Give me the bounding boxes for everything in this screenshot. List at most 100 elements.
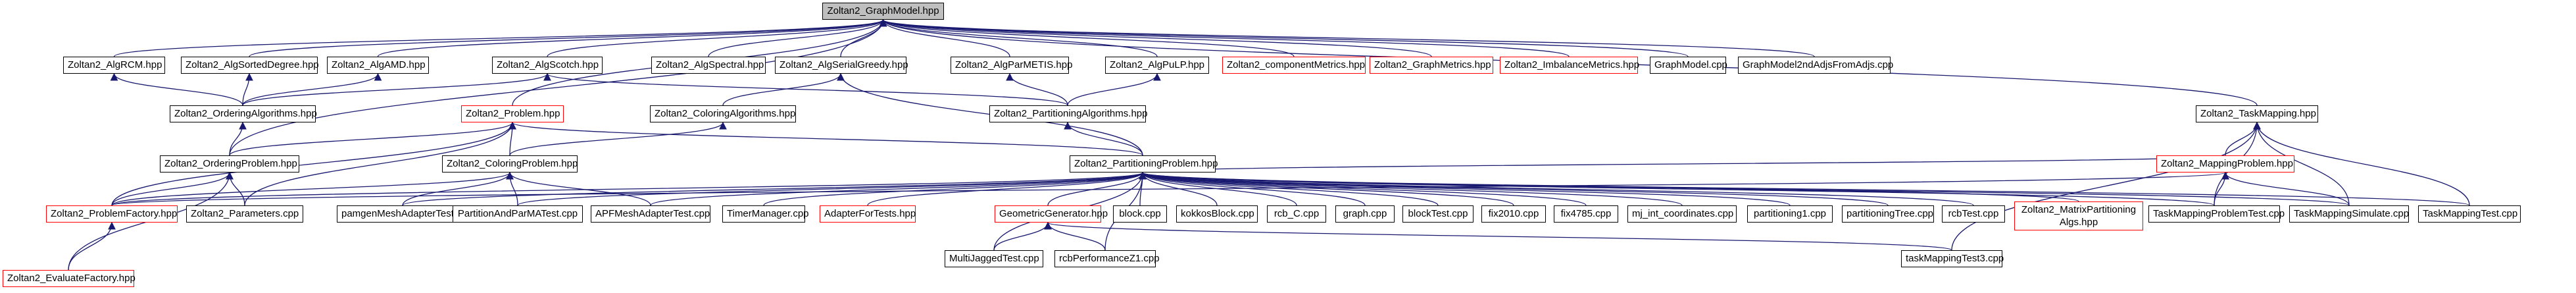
node-zoltan2-imbalancemetrics-hpp[interactable]: Zoltan2_ImbalanceMetrics.hpp — [1500, 57, 1639, 74]
edge-parameters-to-ordering-problem — [226, 171, 245, 206]
node-zoltan2-orderingalgorithms-hpp[interactable]: Zoltan2_OrderingAlgorithms.hpp — [170, 105, 317, 122]
edge-alg-pulp-to-root — [879, 18, 1158, 57]
edge-mapping-problem-to-partitioning-problem — [1139, 155, 2226, 174]
node-rcbtest-cpp[interactable]: rcbTest.cpp — [1942, 205, 2005, 223]
edge-ordering-algorithms-to-alg-rcm — [110, 72, 243, 106]
node-zoltan2-algpulp-hpp[interactable]: Zoltan2_AlgPuLP.hpp — [1105, 57, 1209, 74]
edge-coloring-problem-to-coloring-algorithms — [509, 121, 727, 156]
node-partitioning1-cpp[interactable]: partitioning1.cpp — [1747, 205, 1833, 223]
node-zoltan2-parameters-cpp[interactable]: Zoltan2_Parameters.cpp — [186, 205, 303, 223]
node-zoltan2-coloringalgorithms-hpp[interactable]: Zoltan2_ColoringAlgorithms.hpp — [650, 105, 796, 122]
node-zoltan2-algserialgreedy-hpp[interactable]: Zoltan2_AlgSerialGreedy.hpp — [775, 57, 908, 74]
edge-task-mapping-problem-test-to-partitioning-problem — [1139, 171, 2215, 206]
edge-fix2010-to-partitioning-problem — [1139, 171, 1514, 206]
node-zoltan2-problem-hpp[interactable]: Zoltan2_Problem.hpp — [461, 105, 564, 122]
edge-task-mapping-simulate-to-task-mapping — [2253, 121, 2350, 206]
node-zoltan2-algamd-hpp[interactable]: Zoltan2_AlgAMD.hpp — [327, 57, 429, 74]
node-zoltan2-graphmetrics-hpp[interactable]: Zoltan2_GraphMetrics.hpp — [1370, 57, 1493, 74]
edge-ordering-algorithms-to-alg-amd — [242, 72, 382, 106]
edge-mapping-problem-to-task-mapping — [2225, 121, 2261, 156]
node-taskmappingtest-cpp[interactable]: TaskMappingTest.cpp — [2418, 205, 2521, 223]
node-graphmodel-cpp[interactable]: GraphModel.cpp — [1650, 57, 1727, 74]
node-rcbperformancez1-cpp[interactable]: rcbPerformanceZ1.cpp — [1054, 250, 1160, 267]
node-zoltan2-partitioningalgorithms-hpp[interactable]: Zoltan2_PartitioningAlgorithms.hpp — [989, 105, 1147, 122]
node-partitioningtree-cpp[interactable]: partitioningTree.cpp — [1842, 205, 1934, 223]
node-block-cpp[interactable]: block.cpp — [1113, 205, 1167, 223]
node-zoltan2-graphmodel-hpp[interactable]: Zoltan2_GraphModel.hpp — [822, 3, 944, 20]
edge-graph-metrics-to-root — [879, 18, 1432, 57]
edge-alg-amd-to-root — [377, 18, 887, 57]
edge-problem-factory-to-ordering-problem — [111, 171, 234, 206]
edge-pamgen-to-coloring-problem — [402, 171, 514, 206]
node-taskmappingproblemtest-cpp[interactable]: TaskMappingProblemTest.cpp — [2148, 205, 2285, 223]
edge-task-mapping-test-to-task-mapping — [2253, 121, 2470, 206]
edge-graph-cpp-to-partitioning-problem — [1139, 171, 1366, 206]
node-zoltan2-algsorteddegree-hpp[interactable]: Zoltan2_AlgSortedDegree.hpp — [181, 57, 319, 74]
node-zoltan2-problemfactory-hpp[interactable]: Zoltan2_ProblemFactory.hpp — [46, 205, 178, 223]
node-geometricgenerator-hpp[interactable]: GeometricGenerator.hpp — [995, 205, 1108, 223]
edge-apf-mesh-to-coloring-problem — [506, 171, 651, 206]
edge-geometric-generator-to-partitioning-problem — [1047, 171, 1147, 206]
edge-evaluate-factory-to-problem-factory — [68, 221, 116, 271]
edge-alg-rcm-to-root — [113, 18, 887, 57]
edge-problem-factory-to-partitioning-problem — [111, 171, 1147, 206]
edge-partitioning-problem-to-partitioning-algorithms — [1064, 121, 1143, 156]
edge-ordering-problem-to-ordering-algorithms — [229, 121, 247, 156]
edge-alg-par-metis-to-root — [879, 18, 1010, 57]
edge-pamgen-to-partitioning-problem — [402, 171, 1147, 206]
node-taskmappingtest3-cpp[interactable]: taskMappingTest3.cpp — [1901, 250, 2004, 267]
node-zoltan2-coloringproblem-hpp[interactable]: Zoltan2_ColoringProblem.hpp — [442, 155, 578, 173]
node-timermanager-cpp[interactable]: TimerManager.cpp — [722, 205, 809, 223]
edge-graph-model-cpp-to-root — [879, 18, 1689, 57]
node-zoltan2-algscotch-hpp[interactable]: Zoltan2_AlgScotch.hpp — [492, 57, 603, 74]
edge-partition-and-parma-to-coloring-problem — [506, 171, 518, 206]
edge-ordering-problem-to-problem — [229, 121, 516, 156]
edge-ordering-problem-to-root — [229, 18, 887, 156]
edge-ordering-algorithms-to-alg-sorted-degree — [242, 72, 253, 106]
node-zoltan2-componentmetrics-hpp[interactable]: Zoltan2_componentMetrics.hpp — [1222, 57, 1366, 74]
node-taskmappingsimulate-cpp[interactable]: TaskMappingSimulate.cpp — [2289, 205, 2409, 223]
edge-adapter-for-tests-to-partitioning-problem — [867, 171, 1147, 206]
edge-partitioning1-to-partitioning-problem — [1139, 171, 1791, 206]
edge-component-metrics-to-root — [879, 18, 1295, 57]
node-mj-int-coordinates-cpp[interactable]: mj_int_coordinates.cpp — [1627, 205, 1737, 223]
node-zoltan2-taskmapping-hpp[interactable]: Zoltan2_TaskMapping.hpp — [2196, 105, 2318, 122]
node-zoltan2-matrixpartitioningalgs-hpp[interactable]: Zoltan2_MatrixPartitioning Algs.hpp — [2014, 201, 2143, 230]
node-partitionandparmatest-cpp[interactable]: PartitionAndParMATest.cpp — [453, 205, 583, 223]
node-fix4785-cpp[interactable]: fix4785.cpp — [1554, 205, 1618, 223]
edge-ordering-algorithms-to-alg-scotch — [242, 72, 551, 106]
node-zoltan2-algrcm-hpp[interactable]: Zoltan2_AlgRCM.hpp — [63, 57, 165, 74]
edge-alg-spectral-to-root — [708, 18, 887, 57]
node-zoltan2-partitioningproblem-hpp[interactable]: Zoltan2_PartitioningProblem.hpp — [1070, 155, 1218, 173]
edge-alg-sorted-degree-to-root — [249, 18, 887, 57]
edge-task-mapping-test3-to-task-mapping — [1951, 121, 2261, 251]
edge-mj-int-coordinates-to-partitioning-problem — [1139, 171, 1683, 206]
node-apfmeshadaptertest-cpp[interactable]: APFMeshAdapterTest.cpp — [591, 205, 710, 223]
edge-alg-scotch-to-root — [547, 18, 887, 57]
node-graphmodel2ndadjsfromadjs-cpp[interactable]: GraphModel2ndAdjsFromAdjs.cpp — [1738, 57, 1893, 74]
node-zoltan2-evaluatefactory-hpp[interactable]: Zoltan2_EvaluateFactory.hpp — [3, 270, 136, 287]
node-adapterfortests-hpp[interactable]: AdapterForTests.hpp — [820, 205, 916, 223]
edge-task-mapping-test-to-partitioning-problem — [1139, 171, 2470, 206]
edge-rcb-test-to-partitioning-problem — [1139, 171, 1974, 206]
edge-graph-model-2nd-to-root — [879, 18, 1815, 57]
node-multijaggedtest-cpp[interactable]: MultiJaggedTest.cpp — [945, 250, 1043, 267]
edge-partitioning-algorithms-to-alg-par-metis — [1006, 72, 1068, 106]
node-blocktest-cpp[interactable]: blockTest.cpp — [1402, 205, 1474, 223]
node-fix2010-cpp[interactable]: fix2010.cpp — [1481, 205, 1546, 223]
node-zoltan2-mappingproblem-hpp[interactable]: Zoltan2_MappingProblem.hpp — [2156, 155, 2294, 173]
node-pamgenmeshadaptertest-cpp[interactable]: pamgenMeshAdapterTest.cpp — [337, 205, 472, 223]
node-zoltan2-algspectral-hpp[interactable]: Zoltan2_AlgSpectral.hpp — [651, 57, 766, 74]
node-zoltan2-algparmetis-hpp[interactable]: Zoltan2_AlgParMETIS.hpp — [951, 57, 1072, 74]
node-rcb-c-cpp[interactable]: rcb_C.cpp — [1267, 205, 1326, 223]
edge-problem-factory-to-problem — [111, 121, 516, 206]
edge-apf-mesh-to-partitioning-problem — [650, 171, 1147, 206]
node-graph-cpp[interactable]: graph.cpp — [1335, 205, 1395, 223]
node-kokkosblock-cpp[interactable]: kokkosBlock.cpp — [1176, 205, 1258, 223]
node-zoltan2-orderingproblem-hpp[interactable]: Zoltan2_OrderingProblem.hpp — [160, 155, 299, 173]
edge-partitioning-algorithms-to-alg-pulp — [1067, 72, 1161, 106]
edge-timer-manager-to-partitioning-problem — [763, 171, 1147, 206]
edge-problem-factory-to-coloring-problem — [111, 171, 514, 206]
